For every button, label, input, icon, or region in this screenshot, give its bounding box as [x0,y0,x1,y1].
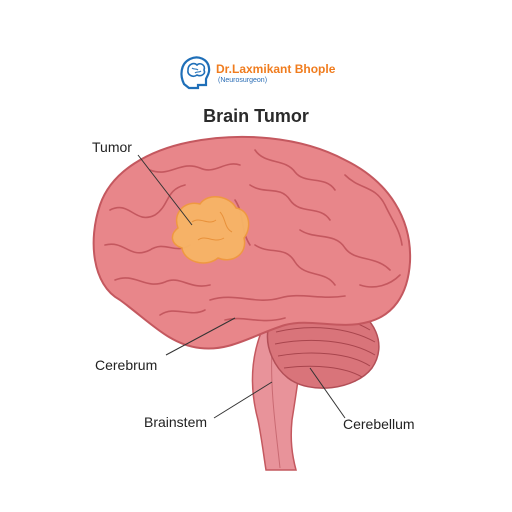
diagram-title: Brain Tumor [203,106,309,126]
label-cerebrum: Cerebrum [95,357,158,373]
brand-name: Dr.Laxmikant Bhople [216,62,336,76]
tumor-leader-line [137,154,193,226]
brainstem-leader-line [213,381,273,419]
brain-head-logo-icon [180,56,211,90]
tumor-shape [171,196,250,264]
brand-subtitle: (Neurosurgeon) [218,77,268,84]
label-cerebellum: Cerebellum [343,416,415,432]
label-brainstem: Brainstem [144,414,208,430]
label-tumor: Tumor [92,139,132,155]
brand-logo: Dr.Laxmikant Bhople (Neurosurgeon) [178,54,338,94]
cerebellum-leader-line [309,367,346,419]
cerebrum-shape [92,135,412,350]
cerebrum-leader-line [165,317,236,356]
